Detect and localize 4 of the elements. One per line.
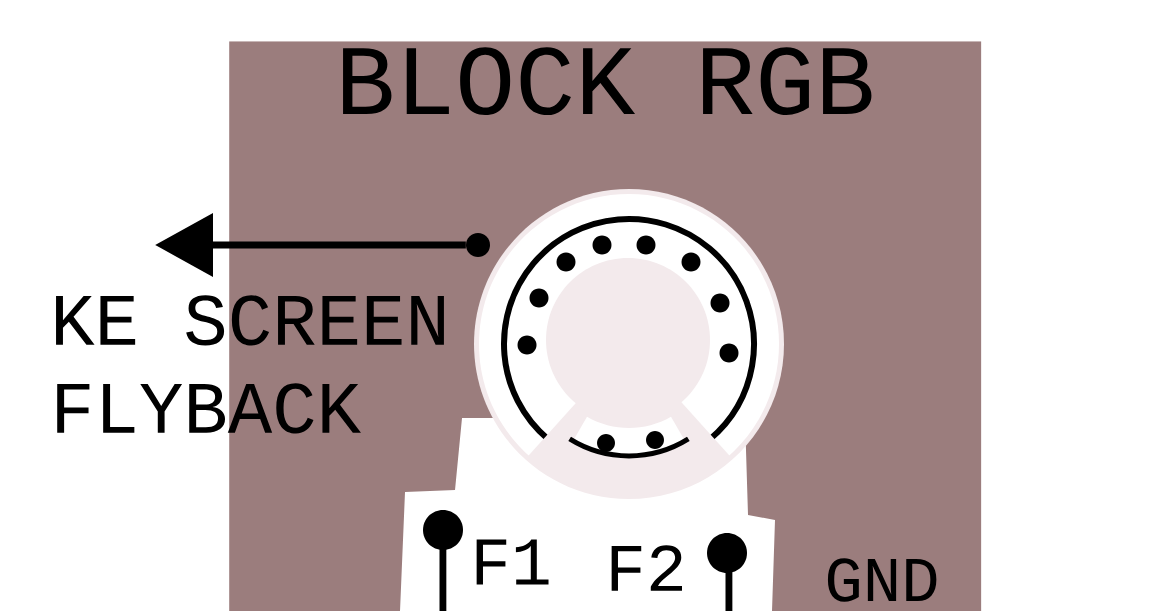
pin-label: GND	[827, 558, 937, 602]
pin-label: F1	[476, 539, 549, 585]
pin-label: F2	[611, 545, 682, 591]
pin-dot	[466, 233, 490, 257]
